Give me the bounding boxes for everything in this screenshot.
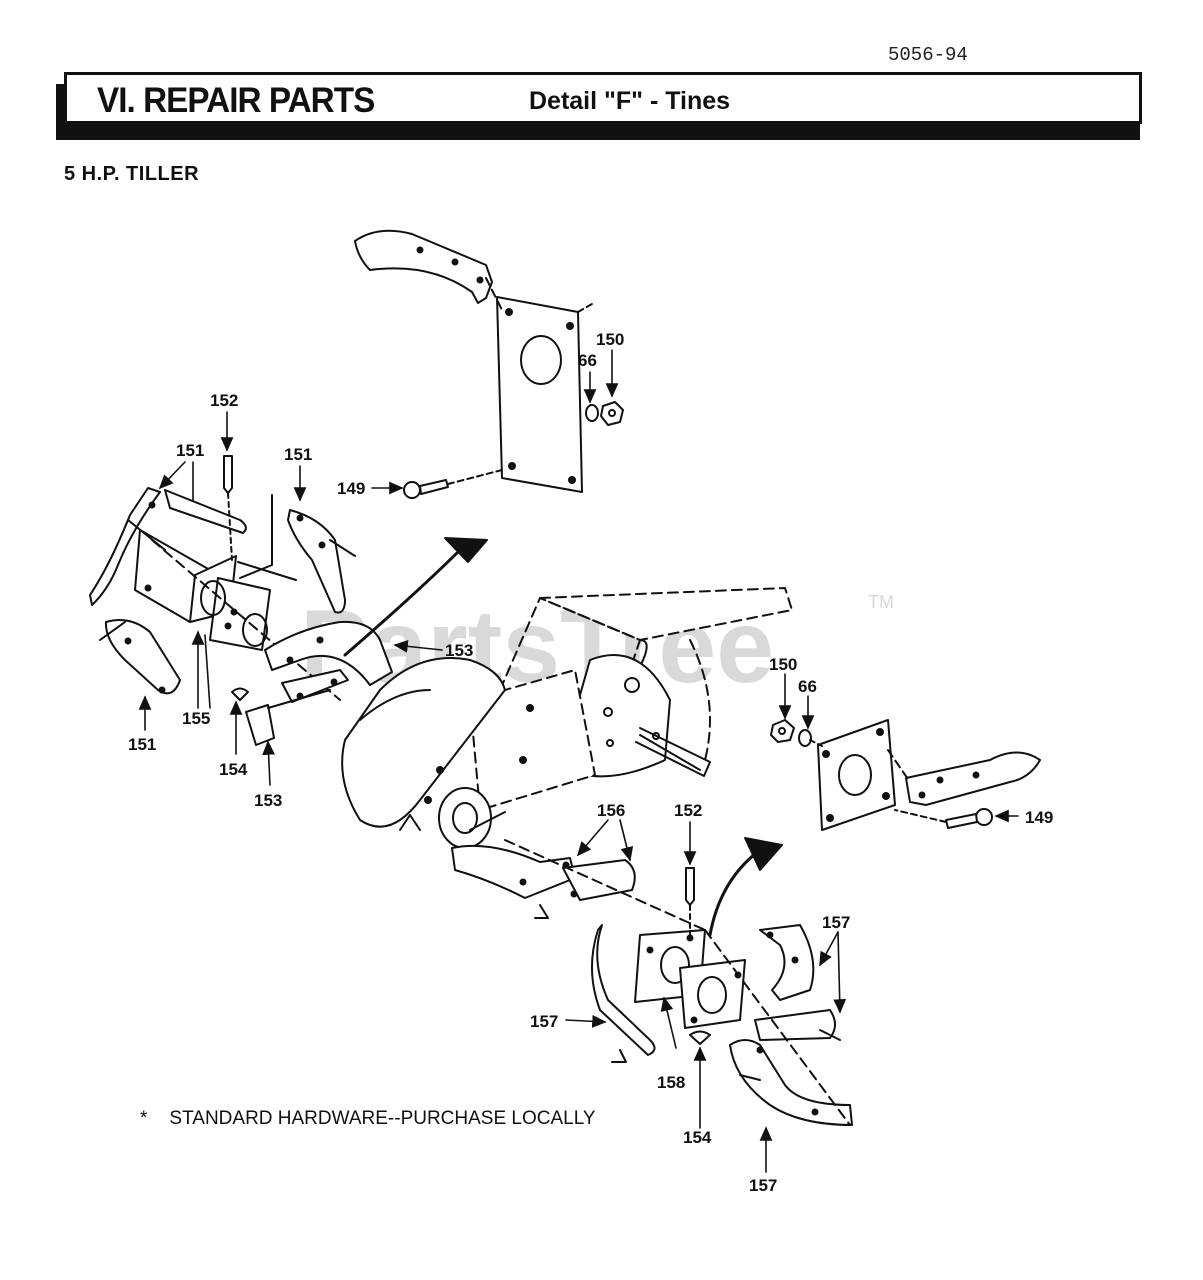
document-number: 5056-94 bbox=[888, 44, 968, 66]
upper-tine bbox=[354, 229, 493, 304]
callout-153: 153 bbox=[445, 641, 473, 660]
callout-151: 151 bbox=[284, 445, 312, 464]
section-title: VI. REPAIR PARTS bbox=[97, 81, 375, 120]
callout-labels: 150 66 152 151 151 149 153 151 155 154 1… bbox=[128, 330, 1053, 1195]
callout-152: 152 bbox=[210, 391, 238, 410]
callout-66: 66 bbox=[578, 351, 597, 370]
left-tines-153 bbox=[245, 620, 393, 746]
section-subtitle: Detail "F" - Tines bbox=[529, 87, 731, 115]
callout-157: 157 bbox=[530, 1012, 558, 1031]
callout-154: 154 bbox=[683, 1128, 712, 1147]
upper-clevis-pin-152 bbox=[223, 455, 233, 561]
right-nut-150 bbox=[770, 719, 795, 743]
callout-151: 151 bbox=[176, 441, 204, 460]
left-hairpin-154 bbox=[231, 687, 249, 701]
callout-152: 152 bbox=[674, 801, 702, 820]
callout-157: 157 bbox=[822, 913, 850, 932]
callout-149: 149 bbox=[1025, 808, 1053, 827]
right-tine bbox=[905, 751, 1041, 806]
leader-lines bbox=[138, 349, 1019, 1173]
lower-tine-assembly bbox=[451, 839, 853, 1126]
left-tine-assembly bbox=[89, 487, 356, 701]
right-mounting-plate bbox=[817, 719, 896, 831]
callout-158: 158 bbox=[657, 1073, 685, 1092]
upper-lockwasher-66 bbox=[585, 404, 599, 422]
rotation-arrow-upper bbox=[343, 537, 488, 657]
watermark-trademark: TM bbox=[868, 592, 894, 612]
footnote-text: STANDARD HARDWARE--PURCHASE LOCALLY bbox=[169, 1108, 596, 1129]
footnote: * STANDARD HARDWARE--PURCHASE LOCALLY bbox=[140, 1108, 596, 1130]
callout-150: 150 bbox=[769, 655, 797, 674]
section-header: VI. REPAIR PARTS Detail "F" - Tines bbox=[64, 72, 1142, 124]
right-lockwasher-66 bbox=[798, 729, 812, 747]
upper-nut-150 bbox=[600, 401, 624, 426]
footnote-marker: * bbox=[140, 1108, 148, 1129]
right-bolt-149 bbox=[894, 808, 993, 829]
tiller-housing bbox=[341, 587, 793, 849]
callout-149: 149 bbox=[337, 479, 365, 498]
upper-bolt-149 bbox=[403, 469, 503, 499]
lower-hairpin-154 bbox=[689, 1030, 711, 1045]
callout-154: 154 bbox=[219, 760, 248, 779]
callout-156: 156 bbox=[597, 801, 625, 820]
callout-153: 153 bbox=[254, 791, 282, 810]
callout-66: 66 bbox=[798, 677, 817, 696]
rotation-arrow-lower bbox=[708, 837, 783, 937]
callout-157: 157 bbox=[749, 1176, 777, 1195]
callout-151: 151 bbox=[128, 735, 156, 754]
callout-150: 150 bbox=[596, 330, 624, 349]
callout-155: 155 bbox=[182, 709, 210, 728]
upper-mounting-plate bbox=[496, 296, 583, 493]
lower-clevis-pin-152 bbox=[685, 867, 695, 941]
model-label: 5 H.P. TILLER bbox=[64, 163, 200, 185]
